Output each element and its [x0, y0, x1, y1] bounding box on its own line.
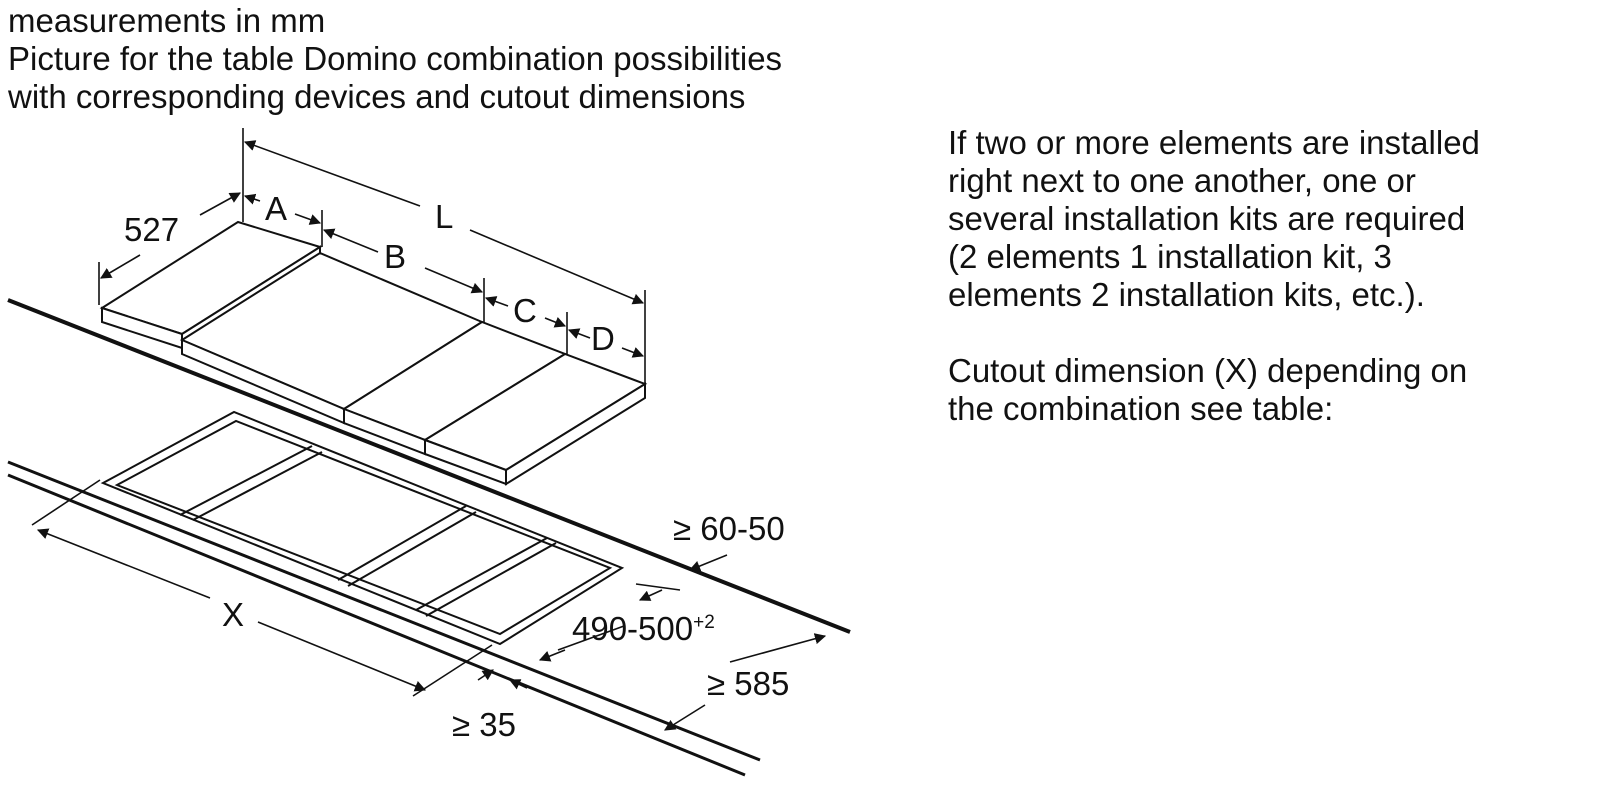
- label-worktop-depth: ≥ 585: [707, 665, 789, 702]
- note-line: Cutout dimension (X) depending on: [948, 352, 1468, 389]
- worktop-back-edge: [7, 298, 851, 634]
- installation-kit-note: If two or more elements are installed ri…: [948, 124, 1480, 314]
- note-line: several installation kits are required: [948, 200, 1466, 237]
- worktop-cutout: [100, 410, 625, 646]
- dimension-lines: [31, 128, 827, 731]
- label-min-gap: ≥ 35: [452, 706, 516, 743]
- label-c: C: [513, 292, 537, 329]
- installation-notes: If two or more elements are installed ri…: [948, 124, 1480, 466]
- label-cutout-depth: 490-500+2: [572, 610, 715, 647]
- header: measurements in mm Picture for the table…: [8, 2, 782, 116]
- label-b: B: [384, 238, 406, 275]
- label-depth: 527: [124, 211, 179, 248]
- label-d: D: [591, 320, 615, 357]
- note-line: (2 elements 1 installation kit, 3: [948, 238, 1392, 275]
- note-line: elements 2 installation kits, etc.).: [948, 276, 1425, 313]
- worktop-front-edge: [7, 460, 761, 777]
- note-line: the combination see table:: [948, 390, 1334, 427]
- cooktop-modules: [99, 220, 648, 486]
- header-units: measurements in mm: [8, 2, 326, 39]
- dimension-labels: 527 A B C D L X ≥ 60-50 490-500+2 ≥ 35 ≥…: [124, 190, 789, 743]
- label-a: A: [265, 190, 287, 227]
- cutout-dimension-note: Cutout dimension (X) depending on the co…: [948, 352, 1480, 428]
- header-caption-line-2: with corresponding devices and cutout di…: [8, 78, 746, 115]
- label-x: X: [222, 596, 244, 633]
- label-l: L: [435, 198, 453, 235]
- label-edge-distance: ≥ 60-50: [673, 510, 785, 547]
- note-line: If two or more elements are installed: [948, 124, 1480, 161]
- cooktop-module-d: [422, 352, 648, 486]
- note-line: right next to one another, one or: [948, 162, 1416, 199]
- header-caption-line-1: Picture for the table Domino combination…: [8, 40, 783, 77]
